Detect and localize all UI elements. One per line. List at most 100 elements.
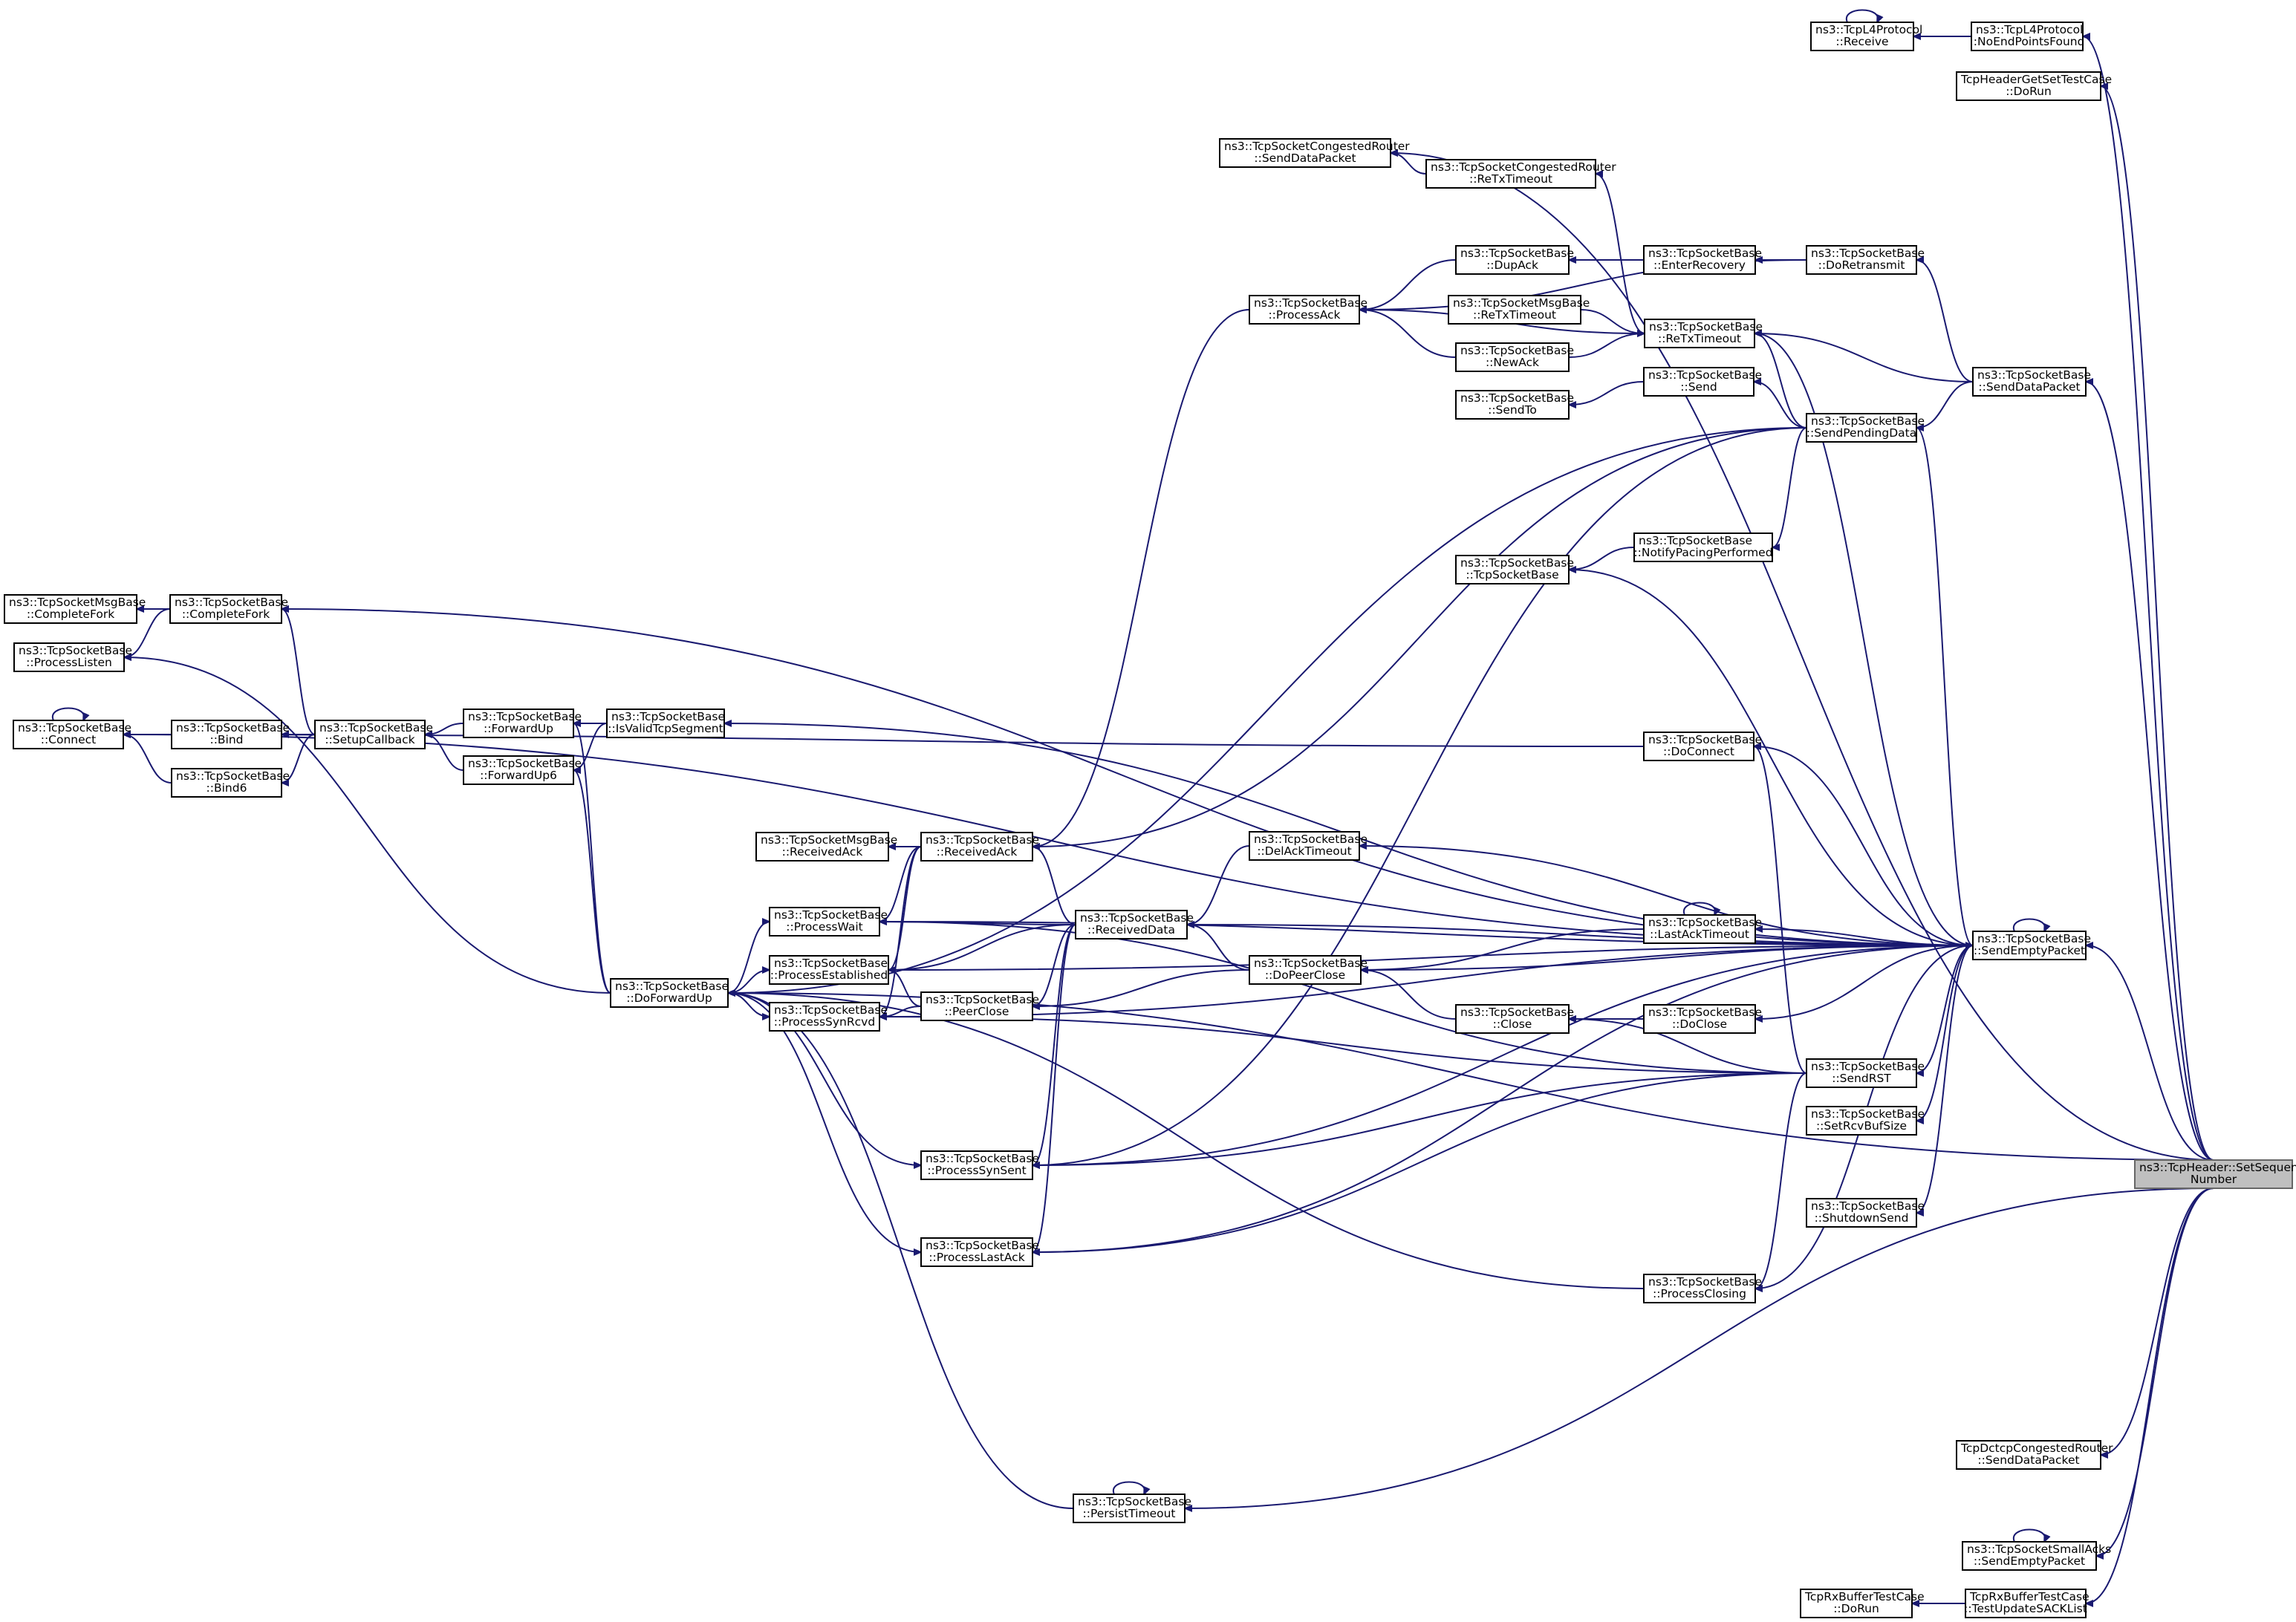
node-lastack[interactable]: ns3::TcpSocketBase::LastAckTimeout — [1643, 914, 1762, 944]
node-l4recv[interactable]: ns3::TcpL4Protocol::Receive — [1810, 22, 1922, 51]
node-dopeer[interactable]: ns3::TcpSocketBase::DoPeerClose — [1249, 955, 1367, 985]
node-label-line: TcpRxBufferTestCase — [1969, 1590, 2090, 1603]
edge-sendpend-to-recvack — [1031, 427, 1807, 850]
node-setupcb[interactable]: ns3::TcpSocketBase::SetupCallback — [314, 720, 433, 749]
node-l4noend[interactable]: ns3::TcpL4Protocol::NoEndPointsFound — [1970, 22, 2085, 51]
node-dupack[interactable]: ns3::TcpSocketBase::DupAck — [1455, 245, 1574, 275]
node-label-line: ::SendDataPacket — [1978, 380, 2080, 394]
node-label-line: ns3::TcpSocketBase — [1460, 1006, 1574, 1019]
node-doconnect[interactable]: ns3::TcpSocketBase::DoConnect — [1643, 732, 1762, 761]
node-setrcvbuf[interactable]: ns3::TcpSocketBase::SetRcvBufSize — [1806, 1106, 1925, 1136]
node-procclosing[interactable]: ns3::TcpSocketBase::ProcessClosing — [1643, 1274, 1762, 1303]
node-label-line: ::SetRcvBufSize — [1816, 1119, 1907, 1133]
node-connect[interactable]: ns3::TcpSocketBase::Connect — [13, 720, 131, 749]
edge-recvdata-to-procest — [887, 924, 1076, 974]
node-procack[interactable]: ns3::TcpSocketBase::ProcessAck — [1249, 295, 1367, 325]
node-label-line: TcpHeaderGetSetTestCase — [1960, 73, 2112, 86]
node-label-line: ns3::TcpSocketBase — [1811, 414, 1925, 428]
node-sendto[interactable]: ns3::TcpSocketBase::SendTo — [1455, 390, 1574, 420]
node-msgrecvack[interactable]: ns3::TcpSocketMsgBase::ReceivedAck — [755, 832, 897, 862]
node-notifypace[interactable]: ns3::TcpSocketBase::NotifyPacingPerforme… — [1633, 532, 1773, 562]
node-label-line: ::TestUpdateSACKList — [1964, 1602, 2087, 1615]
node-label-line: ns3::TcpSocketBase — [1649, 320, 1763, 333]
node-dctcp[interactable]: TcpDctcpCongestedRouter::SendDataPacket — [1956, 1440, 2113, 1470]
node-msgfork[interactable]: ns3::TcpSocketMsgBase::CompleteFork — [4, 594, 146, 624]
node-label-line: ::PeerClose — [945, 1005, 1009, 1018]
node-label-line: ::ProcessAck — [1268, 308, 1340, 322]
node-box — [13, 720, 124, 749]
edge-sendpend-to-send — [1752, 378, 1807, 429]
node-sendempty[interactable]: ns3::TcpSocketBase::SendEmptyPacket — [1972, 931, 2091, 960]
node-bind[interactable]: ns3::TcpSocketBase::Bind — [171, 720, 290, 749]
node-listen[interactable]: ns3::TcpSocketBase::ProcessListen — [13, 642, 132, 672]
node-smallacks[interactable]: ns3::TcpSocketSmallAcks::SendEmptyPacket — [1962, 1541, 2111, 1571]
node-shutdown[interactable]: ns3::TcpSocketBase::ShutdownSend — [1806, 1198, 1925, 1228]
edge-sendempty-to-setrcvbuf — [1915, 945, 1974, 1124]
node-label-line: ::SendEmptyPacket — [1974, 1554, 2085, 1568]
edge-smallacks-to-smallacks — [2012, 1528, 2051, 1543]
node-label-line: ns3::TcpL4Protocol — [1815, 23, 1922, 36]
node-procwait[interactable]: ns3::TcpSocketBase::ProcessWait — [769, 907, 888, 937]
node-box — [610, 978, 729, 1008]
node-rxsack[interactable]: TcpRxBufferTestCase::TestUpdateSACKList — [1964, 1589, 2090, 1618]
node-bind6[interactable]: ns3::TcpSocketBase::Bind6 — [171, 768, 290, 798]
node-senddata[interactable]: ns3::TcpSocketBase::SendDataPacket — [1972, 367, 2091, 397]
edge-senddata-to-doretx — [1915, 256, 1974, 382]
node-hdrtest[interactable]: TcpHeaderGetSetTestCase::DoRun — [1956, 71, 2112, 101]
node-label-line: ::Connect — [41, 733, 97, 746]
node-label-line: ns3::TcpSocketBase — [1648, 368, 1762, 382]
node-delack[interactable]: ns3::TcpSocketBase::DelAckTimeout — [1249, 831, 1367, 861]
node-congsend[interactable]: ns3::TcpSocketCongestedRouter::SendDataP… — [1219, 138, 1410, 168]
node-retx[interactable]: ns3::TcpSocketBase::ReTxTimeout — [1644, 319, 1763, 348]
node-doclose[interactable]: ns3::TcpSocketBase::DoClose — [1643, 1004, 1762, 1034]
node-label-line: ::ProcessWait — [786, 920, 862, 934]
node-fork[interactable]: ns3::TcpSocketBase::CompleteFork — [169, 594, 288, 624]
node-label-line: ns3::TcpSocketBase — [615, 980, 729, 993]
node-box — [1806, 245, 1917, 275]
node-sendpend[interactable]: ns3::TcpSocketBase::SendPendingData — [1806, 413, 1925, 443]
node-isvalid[interactable]: ns3::TcpSocketBase::IsValidTcpSegment — [606, 709, 725, 738]
node-newack[interactable]: ns3::TcpSocketBase::NewAck — [1455, 342, 1574, 372]
node-label-line: ns3::TcpSocketBase — [774, 1003, 888, 1017]
node-procsynsent[interactable]: ns3::TcpSocketBase::ProcessSynSent — [920, 1150, 1039, 1180]
node-congretx[interactable]: ns3::TcpSocketCongestedRouter::ReTxTimeo… — [1425, 159, 1616, 189]
node-recvdata[interactable]: ns3::TcpSocketBase::ReceivedData — [1075, 910, 1194, 939]
node-box — [1455, 390, 1570, 420]
node-sendrst[interactable]: ns3::TcpSocketBase::SendRST — [1806, 1058, 1925, 1088]
node-enterrec[interactable]: ns3::TcpSocketBase::EnterRecovery — [1643, 245, 1762, 275]
node-label-line: ns3::TcpSocketBase — [1254, 833, 1367, 846]
node-procsynrcvd[interactable]: ns3::TcpSocketBase::ProcessSynRcvd — [769, 1002, 888, 1032]
edge-lastack-to-dopeer — [1359, 928, 1645, 974]
node-procest[interactable]: ns3::TcpSocketBase::ProcessEstablished — [769, 955, 889, 985]
node-fwdup6[interactable]: ns3::TcpSocketBase::ForwardUp6 — [463, 755, 582, 785]
node-close[interactable]: ns3::TcpSocketBase::Close — [1455, 1004, 1574, 1034]
node-fwdup[interactable]: ns3::TcpSocketBase::ForwardUp — [463, 709, 582, 738]
node-send[interactable]: ns3::TcpSocketBase::Send — [1643, 367, 1762, 397]
node-msgretx[interactable]: ns3::TcpSocketMsgBase::ReTxTimeout — [1448, 295, 1590, 325]
edge-target-to-congsend — [1389, 149, 2214, 1161]
node-box — [606, 709, 725, 738]
node-label-line: ns3::TcpSocketBase — [19, 644, 132, 657]
node-label-line: ::ReceivedAck — [937, 845, 1018, 859]
edge-recvdata-to-recvack — [1031, 843, 1076, 925]
node-recvack[interactable]: ns3::TcpSocketBase::ReceivedAck — [920, 832, 1039, 862]
node-label-line: ns3::TcpSocketBase — [926, 1152, 1039, 1165]
edge-dopeer-to-recvdata — [1186, 921, 1250, 971]
node-rxrun[interactable]: TcpRxBufferTestCase::DoRun — [1800, 1589, 1925, 1618]
node-tsbctor[interactable]: ns3::TcpSocketBase::TcpSocketBase — [1455, 555, 1574, 584]
node-doforward[interactable]: ns3::TcpSocketBase::DoForwardUp — [610, 978, 729, 1008]
node-proclastack[interactable]: ns3::TcpSocketBase::ProcessLastAck — [920, 1237, 1039, 1267]
edge-procclosing-to-doforward — [726, 989, 1645, 1289]
node-peerclose[interactable]: ns3::TcpSocketBase::PeerClose — [920, 991, 1039, 1021]
edge-delack-to-recvdata — [1186, 845, 1250, 928]
node-label-line: ns3::TcpSocketBase — [1078, 1495, 1191, 1508]
node-label-line: ::SendTo — [1488, 403, 1537, 417]
node-box — [1956, 1440, 2101, 1470]
edge-send-to-sendto — [1567, 381, 1645, 408]
node-doretx[interactable]: ns3::TcpSocketBase::DoRetransmit — [1806, 245, 1925, 275]
edge-sendrst-to-procsynrcvd — [878, 1013, 1807, 1074]
node-label-line: ns3::TcpSocketBase — [926, 1239, 1039, 1252]
node-persist[interactable]: ns3::TcpSocketBase::PersistTimeout — [1073, 1494, 1191, 1523]
edges-layer — [51, 9, 2214, 1607]
